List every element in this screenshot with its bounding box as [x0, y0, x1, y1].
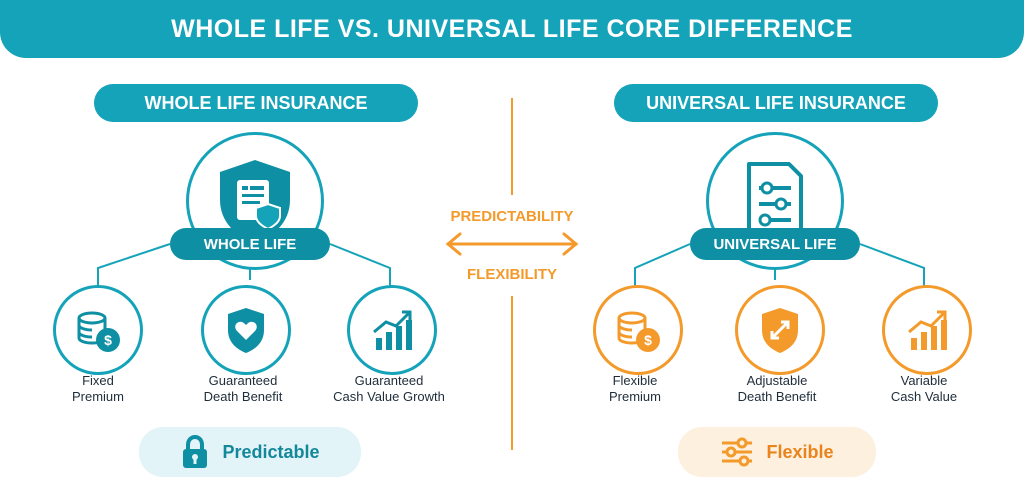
- page-title: WHOLE LIFE VS. UNIVERSAL LIFE CORE DIFFE…: [171, 14, 853, 43]
- lock-icon: [180, 435, 210, 469]
- sliders-icon: [720, 437, 754, 467]
- summary-flexible: Flexible: [678, 427, 876, 477]
- feature-circle-variable-cash-value: [882, 285, 972, 375]
- document-sliders-icon: [747, 162, 803, 238]
- heading-universal-life: UNIVERSAL LIFE INSURANCE: [614, 84, 938, 122]
- title-banner: WHOLE LIFE VS. UNIVERSAL LIFE CORE DIFFE…: [0, 0, 1024, 58]
- coins-dollar-icon: $: [617, 311, 660, 352]
- svg-text:$: $: [644, 332, 652, 348]
- growth-chart-icon: [373, 310, 412, 350]
- feature-circle-guaranteed-cash-value: [347, 285, 437, 375]
- double-arrow-icon: [445, 232, 579, 256]
- predictability-label: PREDICTABILITY: [450, 208, 574, 225]
- heading-whole-life: WHOLE LIFE INSURANCE: [94, 84, 418, 122]
- feature-circle-fixed-premium: $: [53, 285, 143, 375]
- flexibility-label: FLEXIBILITY: [467, 266, 557, 283]
- shield-arrows-icon: [762, 308, 798, 353]
- feature-circle-guaranteed-death-benefit: [201, 285, 291, 375]
- feature-label-flexible-premium: Flexible Premium: [608, 373, 661, 404]
- feature-label-fixed-premium: Fixed Premium: [71, 373, 124, 404]
- feature-label-guaranteed-death-benefit: Guaranteed Death Benefit: [203, 373, 283, 404]
- feature-label-adjustable-death-benefit: Adjustable Death Benefit: [737, 373, 817, 404]
- svg-text:$: $: [104, 332, 112, 348]
- feature-label-guaranteed-cash-value: Guaranteed Cash Value Growth: [333, 373, 445, 404]
- coins-dollar-icon: $: [77, 311, 120, 352]
- summary-predictable-label: Predictable: [222, 441, 320, 462]
- shield-document-icon: [220, 160, 290, 244]
- growth-chart-icon: [908, 310, 947, 350]
- summary-predictable: Predictable: [139, 427, 361, 477]
- whole-life-label: WHOLE LIFE: [170, 228, 330, 260]
- shield-heart-icon: [228, 308, 264, 353]
- feature-circle-flexible-premium: $: [593, 285, 683, 375]
- summary-flexible-label: Flexible: [766, 441, 834, 462]
- feature-circle-adjustable-death-benefit: [735, 285, 825, 375]
- universal-life-label: UNIVERSAL LIFE: [690, 228, 860, 260]
- feature-label-variable-cash-value: Variable Cash Value: [890, 373, 958, 404]
